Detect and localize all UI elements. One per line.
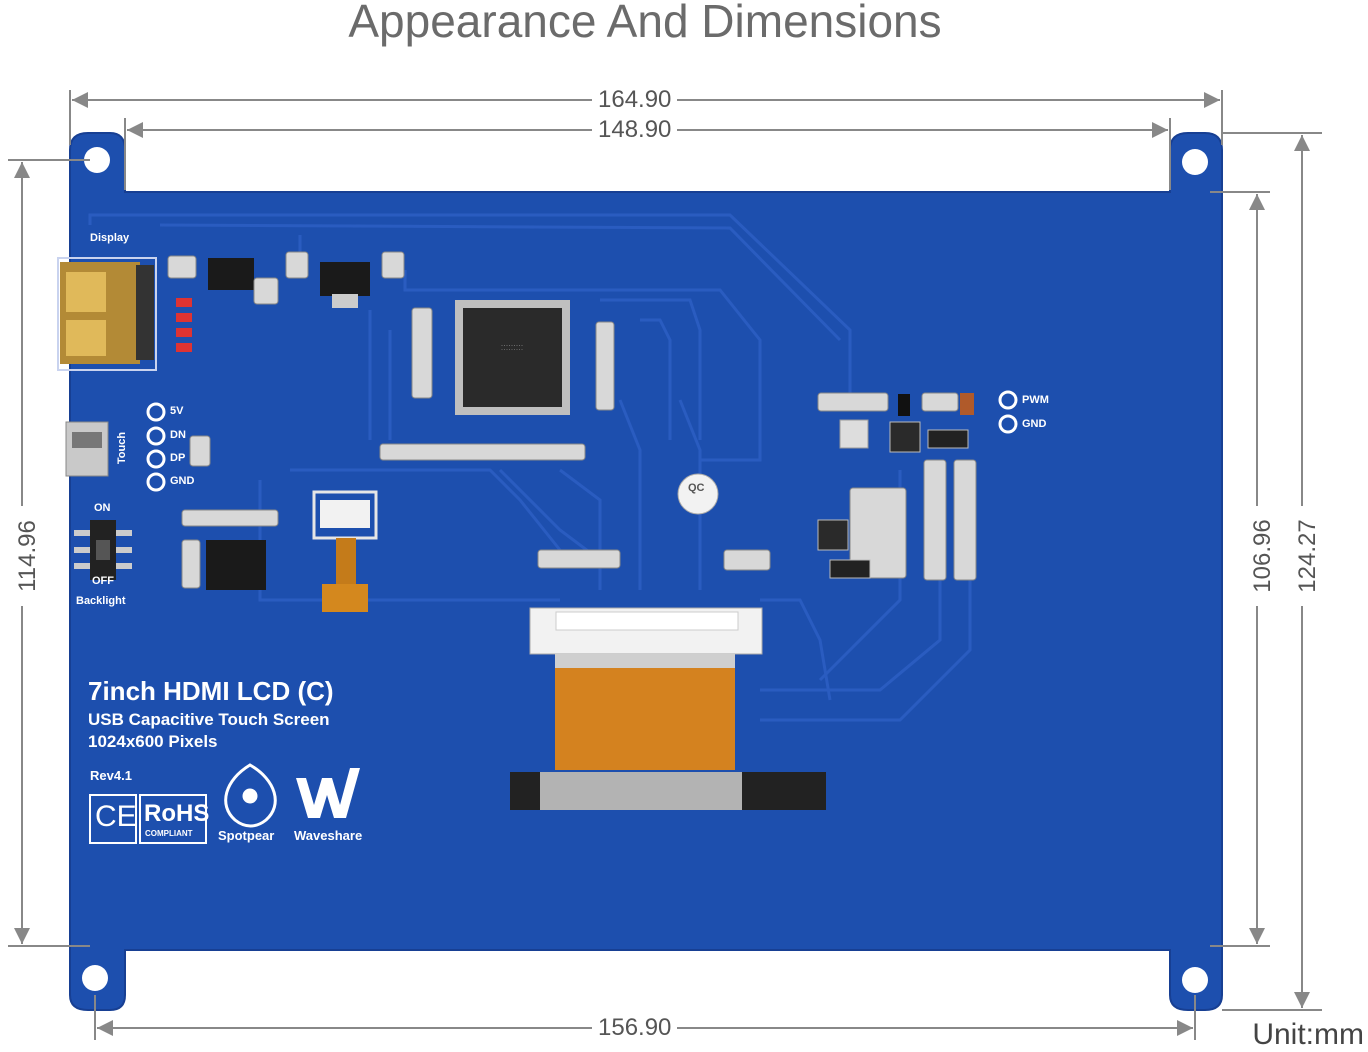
micro-usb-connector [65,421,109,477]
ce-mark: CE [95,800,137,833]
waveshare-brand: Waveshare [294,828,363,843]
dim-bottom: 156.90 [592,1014,678,1042]
pwm-label: PWM [1022,394,1049,406]
switch-off-label: OFF [92,575,114,587]
pin-5v-label: 5V [170,405,184,417]
led-array [176,298,192,352]
pin-dp-label: DP [170,452,186,464]
spotpear-brand: Spotpear [218,828,275,843]
mount-hole-tr [1182,149,1208,175]
power-components [817,393,974,579]
dim-top-inner: 148.90 [592,116,678,144]
qc-label: QC [688,482,705,494]
dim-right-outer: 124.27 [1294,506,1322,606]
qc-sticker [677,473,719,515]
dim-right-inner: 106.96 [1249,506,1277,606]
lcd-fpc-connector [510,607,826,810]
display-label: Display [90,232,130,244]
touch-fpc-connector [312,490,378,612]
small-ic [208,258,370,308]
ce-rohs-marks [89,794,207,844]
pin-gnd-label: GND [170,475,195,487]
svg-text::::::::::: ::::::::: [501,342,524,352]
backlight-label: Backlight [76,595,126,607]
dim-left: 114.96 [14,506,42,606]
hdmi-connector [57,257,157,371]
product-subtitle: USB Capacitive Touch Screen [88,710,330,729]
unit-label: Unit:mm [1252,1018,1364,1051]
main-controller-chip: ::::::::: [455,300,570,415]
waveshare-logo [296,768,360,818]
rohs-compliant: COMPLIANT [145,829,193,838]
rohs-mark: RoHS [144,800,210,827]
touch-pin-header [146,390,1018,492]
product-name: 7inch HDMI LCD (C) [88,676,334,706]
pcb-board [69,132,1223,1011]
driver-ic [206,540,266,590]
mount-hole-bl [82,965,108,991]
mount-hole-br [1182,967,1208,993]
touch-label: Touch [116,431,129,465]
revision-label: Rev4.1 [90,768,132,783]
gnd2-label: GND [1022,418,1047,430]
page-title: Appearance And Dimensions [348,0,942,47]
dim-top-outer: 164.90 [592,86,678,114]
spotpear-logo [224,763,277,828]
mount-hole-tl [84,147,110,173]
pin-dn-label: DN [170,429,186,441]
product-resolution: 1024x600 Pixels [88,732,218,751]
switch-on-label: ON [94,502,111,514]
passive-components [167,251,977,589]
backlight-switch [74,520,132,580]
